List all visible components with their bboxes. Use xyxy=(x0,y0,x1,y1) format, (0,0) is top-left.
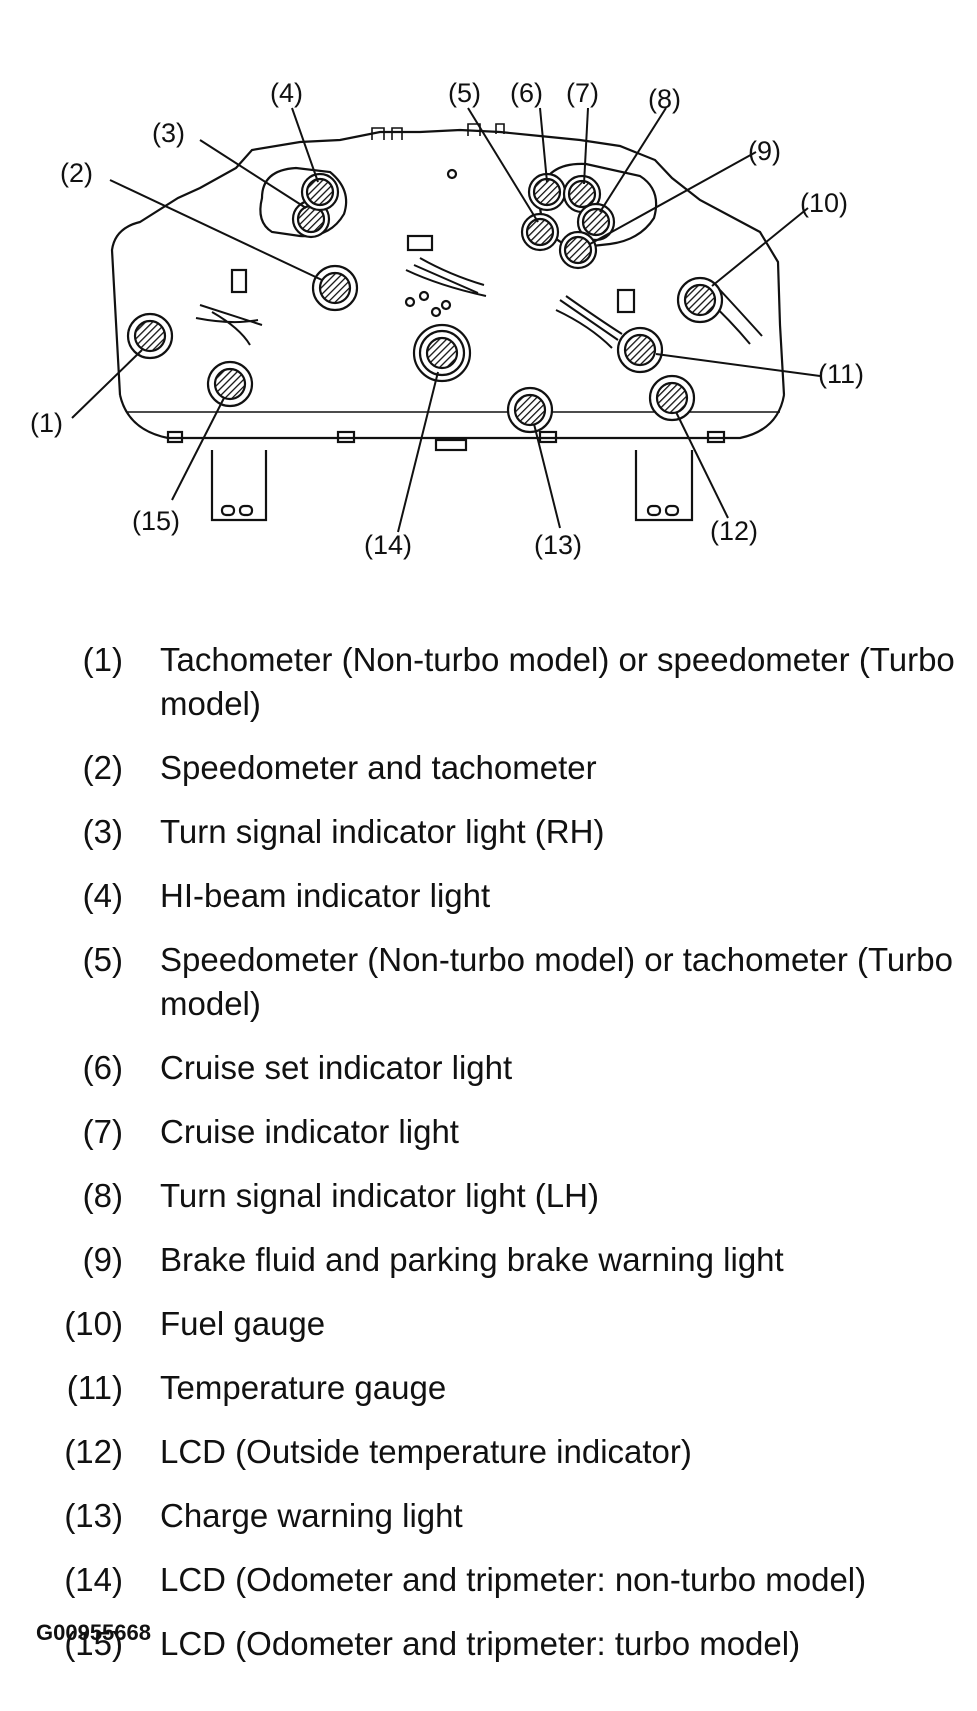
legend-number: (15) xyxy=(64,1625,123,1662)
socket-8 xyxy=(576,202,616,242)
legend-description: Brake fluid and parking brake warning li… xyxy=(160,1241,784,1278)
bulb-sockets xyxy=(126,172,724,434)
socket-12 xyxy=(648,374,696,422)
legend-description: Speedometer (Non-turbo model) or tachome… xyxy=(160,941,953,1022)
legend-number: (9) xyxy=(82,1241,123,1278)
callout-9: (9) xyxy=(748,136,781,166)
legend-description: Tachometer (Non-turbo model) or speedome… xyxy=(160,641,955,722)
legend-description: Cruise indicator light xyxy=(160,1113,459,1150)
legend-description: HI-beam indicator light xyxy=(160,877,491,914)
callout-12: (12) xyxy=(710,516,758,546)
socket-11 xyxy=(616,326,664,374)
legend-number: (13) xyxy=(64,1497,123,1534)
socket-13 xyxy=(506,386,554,434)
parts-legend: (1) Tachometer (Non-turbo model) or speed… xyxy=(0,638,977,1686)
callout-7: (7) xyxy=(566,78,599,108)
legend-item: (4) HI-beam indicator light xyxy=(0,874,977,918)
legend-number: (8) xyxy=(82,1177,123,1214)
legend-number: (12) xyxy=(64,1433,123,1470)
legend-number: (6) xyxy=(82,1049,123,1086)
legend-number: (7) xyxy=(82,1113,123,1150)
callout-4: (4) xyxy=(270,78,303,108)
legend-description: Fuel gauge xyxy=(160,1305,326,1342)
socket-2 xyxy=(311,264,359,312)
legend-description: Turn signal indicator light (RH) xyxy=(160,813,605,850)
callout-5: (5) xyxy=(448,78,481,108)
callout-8: (8) xyxy=(648,84,681,114)
figure-id: G00955668 xyxy=(36,1620,151,1645)
legend-item: (14) LCD (Odometer and tripmeter: non-tur… xyxy=(0,1558,977,1602)
socket-15 xyxy=(206,360,254,408)
legend-number: (2) xyxy=(82,749,123,786)
legend-item: (2) Speedometer and tachometer xyxy=(0,746,977,790)
callout-14: (14) xyxy=(364,530,412,560)
legend-number: (14) xyxy=(64,1561,123,1598)
cluster-housing xyxy=(110,123,786,522)
legend-number: (1) xyxy=(82,641,123,678)
socket-3 xyxy=(291,199,331,239)
legend-description: Cruise set indicator light xyxy=(160,1049,513,1086)
socket-4 xyxy=(300,172,340,212)
callout-15: (15) xyxy=(132,506,180,536)
legend-item: (8) Turn signal indicator light (LH) xyxy=(0,1174,977,1218)
legend-item: (1) Tachometer (Non-turbo model) or speed… xyxy=(0,638,977,726)
callout-1: (1) xyxy=(30,408,63,438)
legend-number: (5) xyxy=(82,941,123,978)
callout-2: (2) xyxy=(60,158,93,188)
instrument-cluster-diagram: (1) (2) (3) (4) (5) (6) (7) (8) (9) (10)… xyxy=(30,78,864,560)
legend-item: (11) Temperature gauge xyxy=(0,1366,977,1410)
callout-11: (11) xyxy=(818,359,864,389)
socket-7 xyxy=(562,174,602,214)
legend-item: (9) Brake fluid and parking brake warning… xyxy=(0,1238,977,1282)
legend-description: Temperature gauge xyxy=(160,1369,447,1406)
callout-10: (10) xyxy=(800,188,848,218)
socket-10 xyxy=(676,276,724,324)
legend-item: (12) LCD (Outside temperature indicator) xyxy=(0,1430,977,1474)
callout-13: (13) xyxy=(534,530,582,560)
leader-lines xyxy=(71,107,821,533)
legend-number: (4) xyxy=(82,877,123,914)
legend-description: LCD (Outside temperature indicator) xyxy=(160,1433,692,1470)
socket-5 xyxy=(520,212,560,252)
legend-item: (7) Cruise indicator light xyxy=(0,1110,977,1154)
legend-item: (15) LCD (Odometer and tripmeter: turbo m… xyxy=(0,1622,977,1666)
socket-14 xyxy=(412,323,472,383)
legend-item: (5) Speedometer (Non-turbo model) or tach… xyxy=(0,938,977,1026)
legend-description: Turn signal indicator light (LH) xyxy=(160,1177,599,1214)
legend-number: (10) xyxy=(64,1305,123,1342)
legend-item: (6) Cruise set indicator light xyxy=(0,1046,977,1090)
legend-description: LCD (Odometer and tripmeter: turbo model… xyxy=(160,1625,801,1662)
legend-item: (10) Fuel gauge xyxy=(0,1302,977,1346)
callout-labels: (1) (2) (3) (4) (5) (6) (7) (8) (9) (10)… xyxy=(30,78,864,560)
legend-number: (11) xyxy=(66,1369,123,1406)
legend-number: (3) xyxy=(82,813,123,850)
legend-item: (13) Charge warning light xyxy=(0,1494,977,1538)
legend-description: LCD (Odometer and tripmeter: non-turbo m… xyxy=(160,1561,867,1598)
socket-9 xyxy=(558,230,598,270)
legend-description: Speedometer and tachometer xyxy=(160,749,597,786)
socket-1 xyxy=(126,312,174,360)
legend-description: Charge warning light xyxy=(160,1497,463,1534)
callout-3: (3) xyxy=(152,118,185,148)
legend-item: (3) Turn signal indicator light (RH) xyxy=(0,810,977,854)
callout-6: (6) xyxy=(510,78,543,108)
